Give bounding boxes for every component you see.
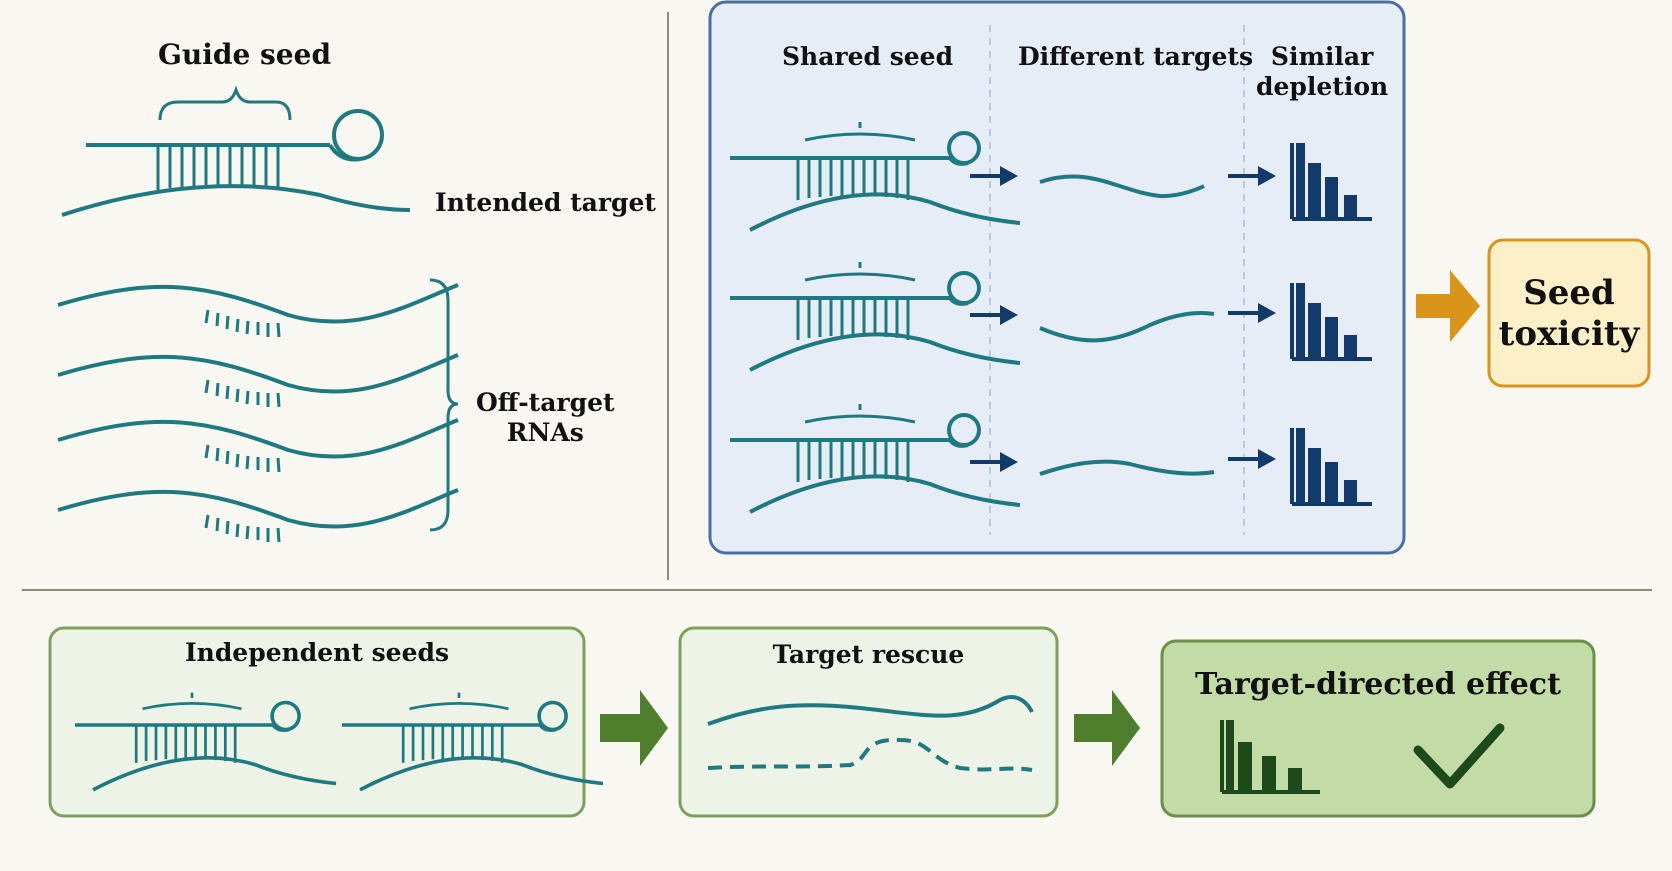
off-target-brace-icon [429, 278, 459, 532]
guide-seed-brace-icon [158, 85, 292, 121]
target-directed-title: Target-directed effect [1195, 667, 1561, 702]
shared-seed-panel [708, 0, 1406, 555]
bar-chart-icon [1220, 720, 1320, 794]
guide-rna-icon [86, 109, 384, 190]
shared-seed-header: Shared seed [782, 42, 954, 71]
guide-seed-label: Guide seed [158, 38, 332, 71]
checkmark-icon [1413, 723, 1505, 789]
different-target-strand [1039, 459, 1215, 476]
off-target-label-line1: Off-target [476, 388, 615, 417]
seed-toxicity-label: Seed toxicity [1489, 273, 1649, 355]
seed-toxicity-line1: Seed [1523, 273, 1615, 313]
rescue-target-strand [707, 695, 1034, 726]
similar-depletion-line2: depletion [1256, 72, 1389, 101]
different-targets-header: Different targets [1018, 42, 1254, 71]
different-target-strand [1039, 174, 1205, 199]
target-rescue-title: Target rescue [772, 640, 965, 669]
orange-arrow-icon [1416, 270, 1480, 342]
similar-depletion-line1: Similar [1270, 42, 1374, 71]
independent-seeds-box [48, 626, 586, 818]
intended-target-label: Intended target [435, 188, 656, 217]
green-arrow-icon [600, 690, 668, 766]
seed-toxicity-box [1487, 238, 1651, 388]
independent-seeds-title: Independent seeds [184, 638, 450, 667]
intended-target-strand [61, 184, 411, 217]
green-arrow-icon [1074, 690, 1140, 766]
different-target-strand [1039, 311, 1215, 343]
seed-toxicity-line2: toxicity [1498, 313, 1640, 354]
similar-depletion-header: Similar depletion [1256, 42, 1388, 102]
off-target-label: Off-target RNAs [476, 388, 615, 448]
off-target-label-line2: RNAs [506, 418, 584, 447]
off-target-strands [56, 283, 460, 544]
